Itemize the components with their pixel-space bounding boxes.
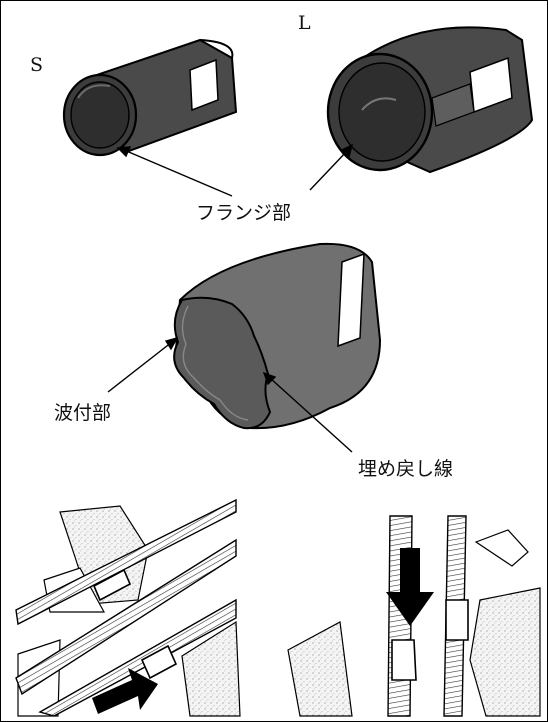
corrugated-sleeve-illustration bbox=[173, 242, 382, 430]
size-label-l: L bbox=[298, 12, 311, 34]
large-sleeve-illustration bbox=[326, 26, 534, 174]
flange-label: フランジ部 bbox=[196, 202, 292, 224]
wave-pointers bbox=[107, 336, 353, 453]
wave-label: 波付部 bbox=[54, 402, 112, 424]
small-sleeve-illustration bbox=[62, 38, 238, 157]
vertical-pipe-installation-illustration bbox=[287, 515, 541, 717]
flange-pointers bbox=[116, 143, 354, 197]
size-label-s: S bbox=[30, 54, 44, 76]
horizontal-pipe-installation-illustration bbox=[15, 498, 241, 717]
backfill-line-label: 埋め戻し線 bbox=[358, 458, 454, 480]
